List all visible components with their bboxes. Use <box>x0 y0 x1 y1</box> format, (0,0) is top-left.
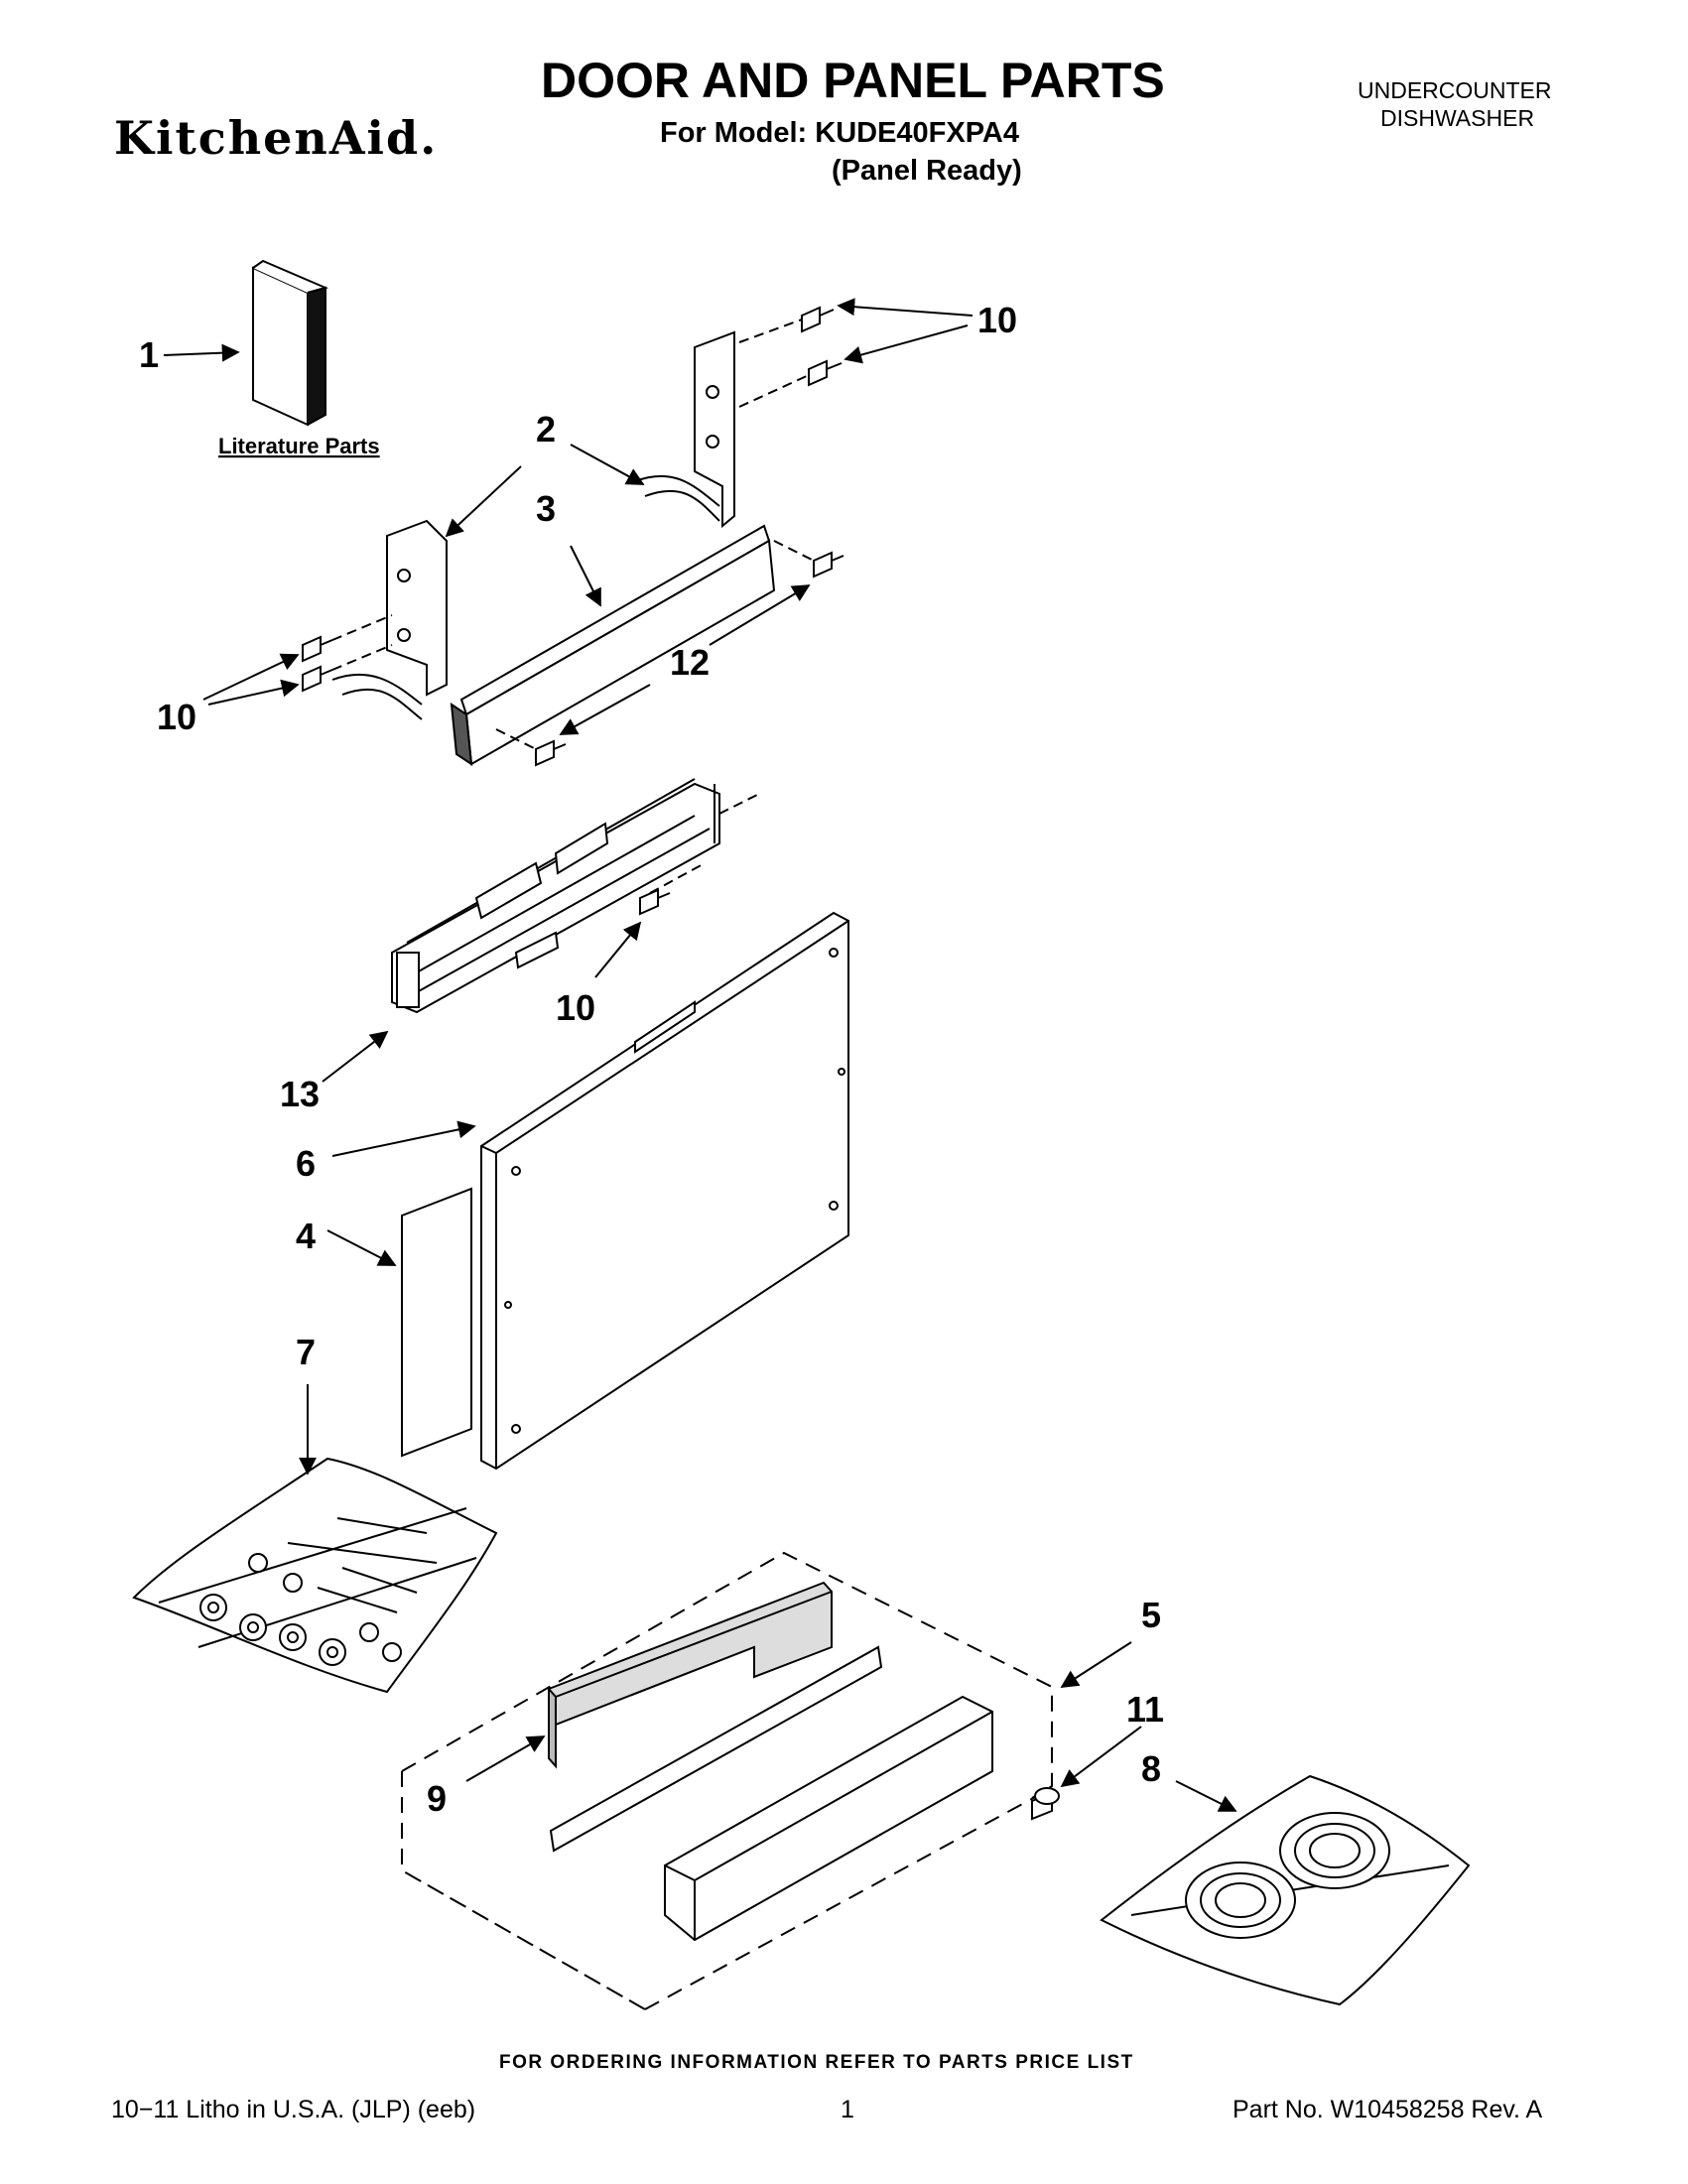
leader-9 <box>465 1735 546 1782</box>
part-number: Part No. W10458258 Rev. A <box>1233 2096 1543 2123</box>
callout-9: 9 <box>427 1778 447 1819</box>
leader-5 <box>1060 1641 1132 1688</box>
screw-left-2 <box>302 665 333 693</box>
kit-boundary-bottom <box>644 1795 1038 2010</box>
screw-rail-right <box>813 551 844 578</box>
screw-path-12a <box>773 540 815 562</box>
screw-path-10b-1 <box>331 614 393 641</box>
insulation-sheet <box>401 1187 472 1458</box>
tape-roll-bag <box>1100 1774 1471 2006</box>
leader-1 <box>163 343 240 362</box>
literature-booklet <box>252 259 329 427</box>
screw-path-10b-2 <box>331 644 393 671</box>
callout-8: 8 <box>1141 1748 1161 1789</box>
product-type-line2: DISHWASHER <box>1380 105 1535 131</box>
leader-10b-1 <box>202 653 300 701</box>
hinge-bracket-left <box>331 519 448 720</box>
kit-screw <box>1031 1787 1060 1821</box>
foam-strip <box>547 1581 833 1769</box>
leader-2b <box>445 465 522 538</box>
ordering-note: FOR ORDERING INFORMATION REFER TO PARTS … <box>499 2052 1134 2073</box>
callout-10-top: 10 <box>977 300 1017 340</box>
screw-path-10c <box>649 862 706 894</box>
leader-3 <box>570 545 601 607</box>
callout-7: 7 <box>296 1332 316 1372</box>
litho-info: 10−11 Litho in U.S.A. (JLP) (eeb) <box>111 2096 476 2123</box>
screw-left-1 <box>302 635 333 663</box>
leader-10a-1 <box>837 298 974 317</box>
leader-12a <box>709 584 811 646</box>
screw-top-1 <box>801 306 835 333</box>
callout-5: 5 <box>1141 1595 1161 1635</box>
hinge-bracket-right <box>634 330 735 529</box>
control-bracket <box>391 778 760 1014</box>
literature-parts-label: Literature Parts <box>218 434 380 458</box>
trim-strip <box>549 1645 883 1853</box>
callout-6: 6 <box>296 1143 316 1184</box>
page-title: DOOR AND PANEL PARTS <box>541 53 1165 108</box>
callout-1: 1 <box>139 334 159 375</box>
brand-logo: KitchenAid. <box>114 111 439 165</box>
page-number: 1 <box>841 2096 854 2123</box>
leader-13 <box>322 1030 389 1083</box>
leader-2a <box>570 444 645 485</box>
callout-13: 13 <box>280 1074 320 1114</box>
screw-path-2 <box>738 374 810 408</box>
leader-4 <box>326 1229 397 1266</box>
callout-12: 12 <box>670 642 710 683</box>
callout-10-left: 10 <box>157 697 196 737</box>
callout-4: 4 <box>296 1216 316 1256</box>
leader-10c <box>594 921 642 978</box>
leader-12b <box>559 684 651 735</box>
screw-path-1 <box>738 319 803 343</box>
kit-boundary <box>401 1551 1053 2010</box>
product-type-line1: UNDERCOUNTER <box>1358 77 1552 103</box>
callout-3: 3 <box>536 488 556 529</box>
callout-2: 2 <box>536 409 556 450</box>
support-rail <box>450 524 776 767</box>
model-number: For Model: KUDE40FXPA4 <box>660 117 1020 149</box>
callout-10-control: 10 <box>556 987 595 1028</box>
leader-10a-2 <box>844 324 969 364</box>
callout-11: 11 <box>1126 1689 1164 1730</box>
leader-8 <box>1175 1780 1237 1812</box>
screw-control <box>639 888 671 916</box>
screw-path-12b <box>495 728 537 750</box>
leader-10b-2 <box>207 679 300 706</box>
leader-11 <box>1060 1726 1142 1788</box>
leader-6 <box>331 1120 476 1157</box>
door-panel <box>480 911 849 1471</box>
kick-trim <box>664 1695 993 1942</box>
screw-rail-left <box>535 739 567 767</box>
model-variant: (Panel Ready) <box>832 155 1022 187</box>
screw-top-2 <box>808 359 843 387</box>
hardware-bag <box>132 1457 498 1694</box>
